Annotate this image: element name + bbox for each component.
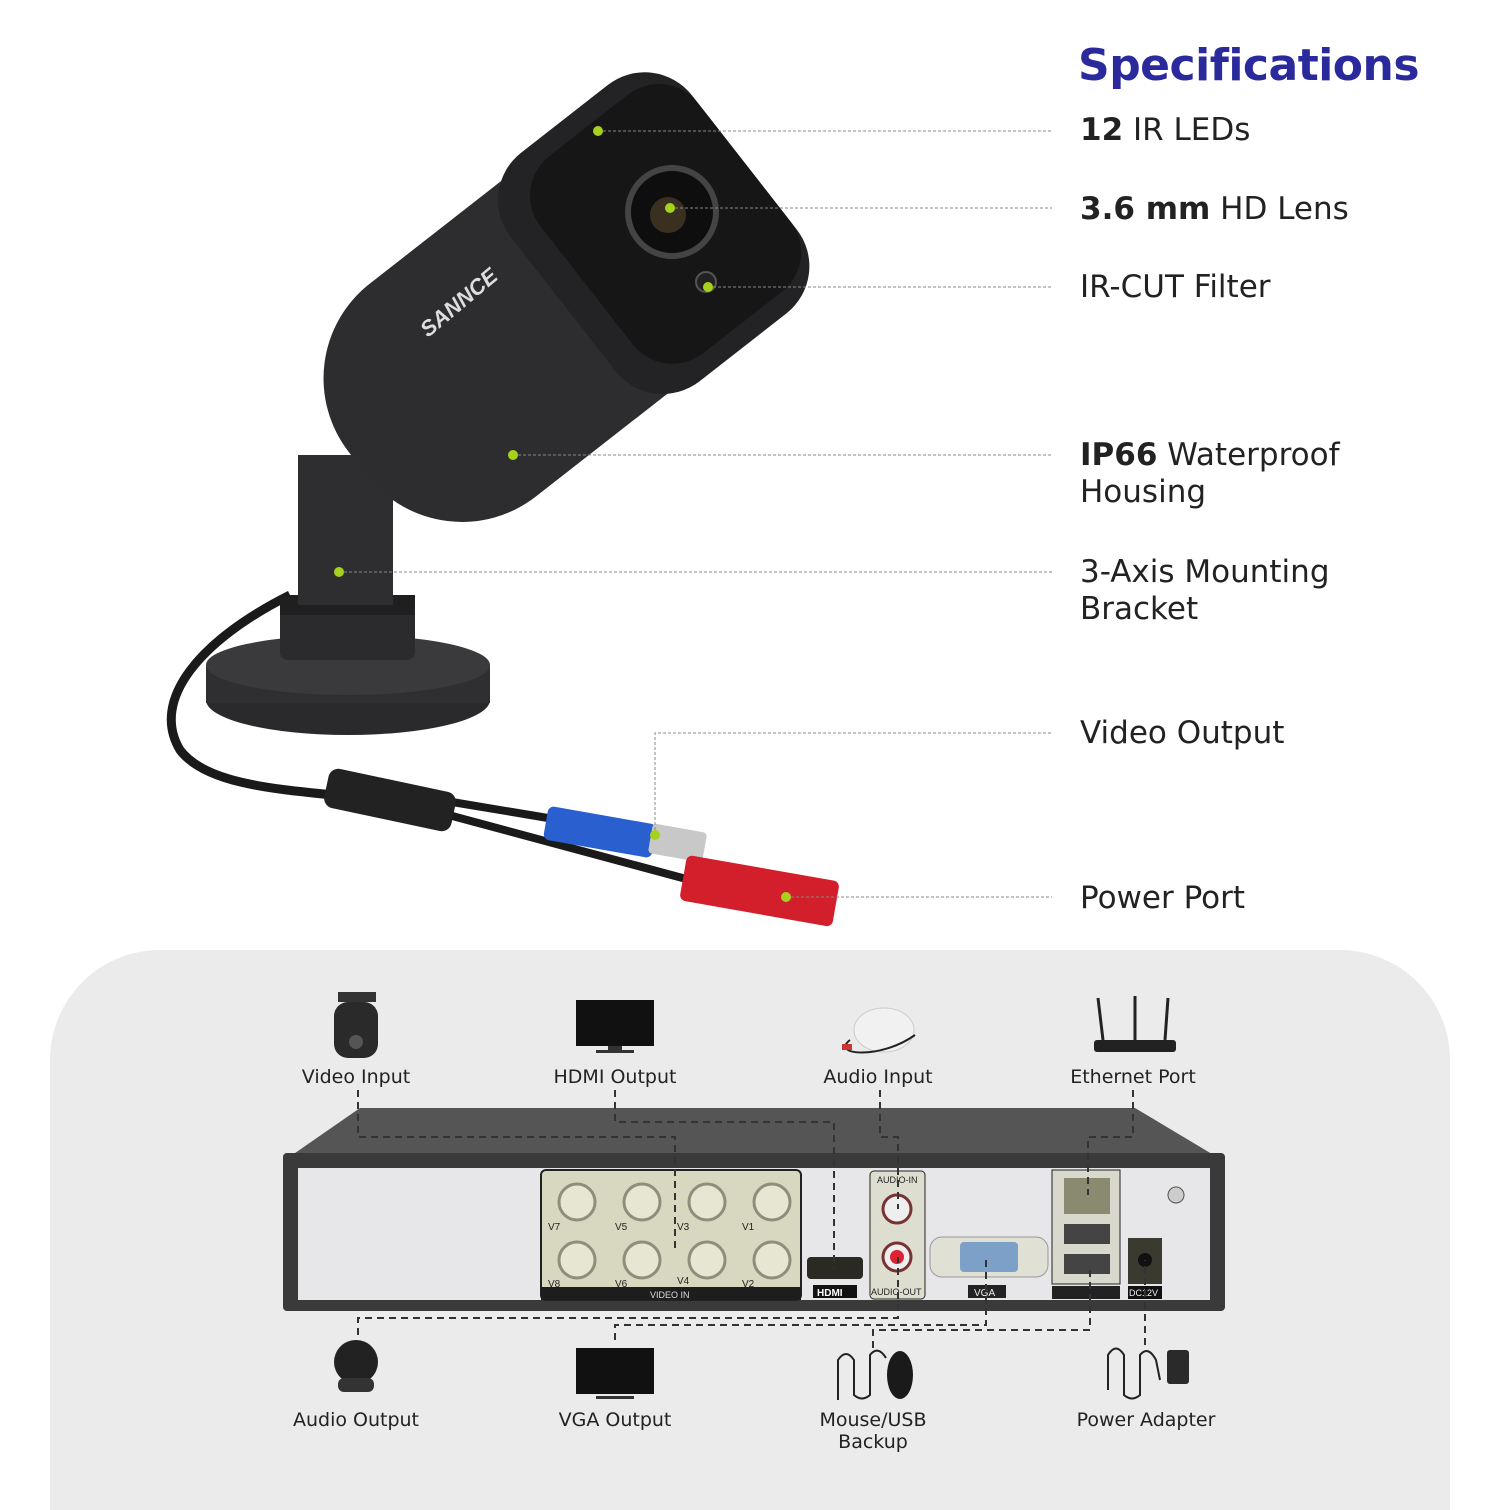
bnc-connector-blue <box>543 806 657 858</box>
ground-screw <box>1167 1186 1185 1204</box>
video-in-label: VIDEO IN <box>650 1290 690 1300</box>
speaker-icon <box>334 1340 378 1392</box>
audio-panel <box>869 1170 926 1300</box>
mouse-icon <box>837 1349 913 1400</box>
audio-out-label: AUDIO-OUT <box>871 1287 922 1297</box>
cable-junction <box>324 768 456 832</box>
label-hdmi-output: HDMI Output <box>553 1066 677 1088</box>
camera-illustration: SANNCE <box>166 72 1052 927</box>
power-adapter-icon <box>1107 1347 1189 1400</box>
dc-label: DC12V <box>1129 1288 1158 1298</box>
port-label: V8 <box>548 1279 561 1290</box>
label-power-adapter: Power Adapter <box>1076 1409 1216 1431</box>
port-label: V5 <box>615 1222 628 1233</box>
usb-port <box>1064 1254 1110 1274</box>
label-vga-output: VGA Output <box>558 1409 672 1431</box>
port-label: V1 <box>742 1222 755 1233</box>
port-label: V3 <box>677 1222 690 1233</box>
spec-ir-cut: IR-CUT Filter <box>1080 269 1271 305</box>
dvr-top <box>285 1108 1222 1160</box>
port-label: V2 <box>742 1279 755 1290</box>
spec-lens: 3.6 mm HD Lens <box>1080 191 1349 227</box>
port-label: V6 <box>615 1279 628 1290</box>
label-ethernet-port: Ethernet Port <box>1070 1066 1196 1088</box>
specifications-title: Specifications <box>1078 40 1420 91</box>
leader-lines <box>339 130 1052 898</box>
bnc-ports <box>557 1182 792 1280</box>
marker-dots <box>334 126 791 902</box>
dvr-diagram: V7 V5 V3 V1 V8 V6 V4 V2 VIDEO IN HDMI AU… <box>283 992 1225 1400</box>
camera-icon <box>334 992 378 1058</box>
spec-ir-leds: 12 IR LEDs <box>1080 112 1251 148</box>
port-label: V7 <box>548 1222 561 1233</box>
microphone-icon <box>842 1007 916 1054</box>
spec-power-port: Power Port <box>1080 880 1246 916</box>
power-connector-red <box>680 855 839 927</box>
connection-lines <box>357 1090 1146 1348</box>
usb-port <box>1064 1224 1110 1244</box>
label-video-input: Video Input <box>301 1066 411 1088</box>
router-icon <box>1094 996 1176 1052</box>
label-audio-input: Audio Input <box>823 1066 933 1088</box>
camera-cable <box>166 590 381 805</box>
label-audio-output: Audio Output <box>292 1409 420 1431</box>
spec-video-output: Video Output <box>1080 715 1285 751</box>
vga-label: VGA <box>974 1288 995 1299</box>
monitor-icon <box>576 1000 654 1053</box>
vga-monitor-icon <box>576 1348 654 1399</box>
port-label: V4 <box>677 1276 690 1287</box>
hdmi-label: HDMI <box>817 1288 843 1299</box>
